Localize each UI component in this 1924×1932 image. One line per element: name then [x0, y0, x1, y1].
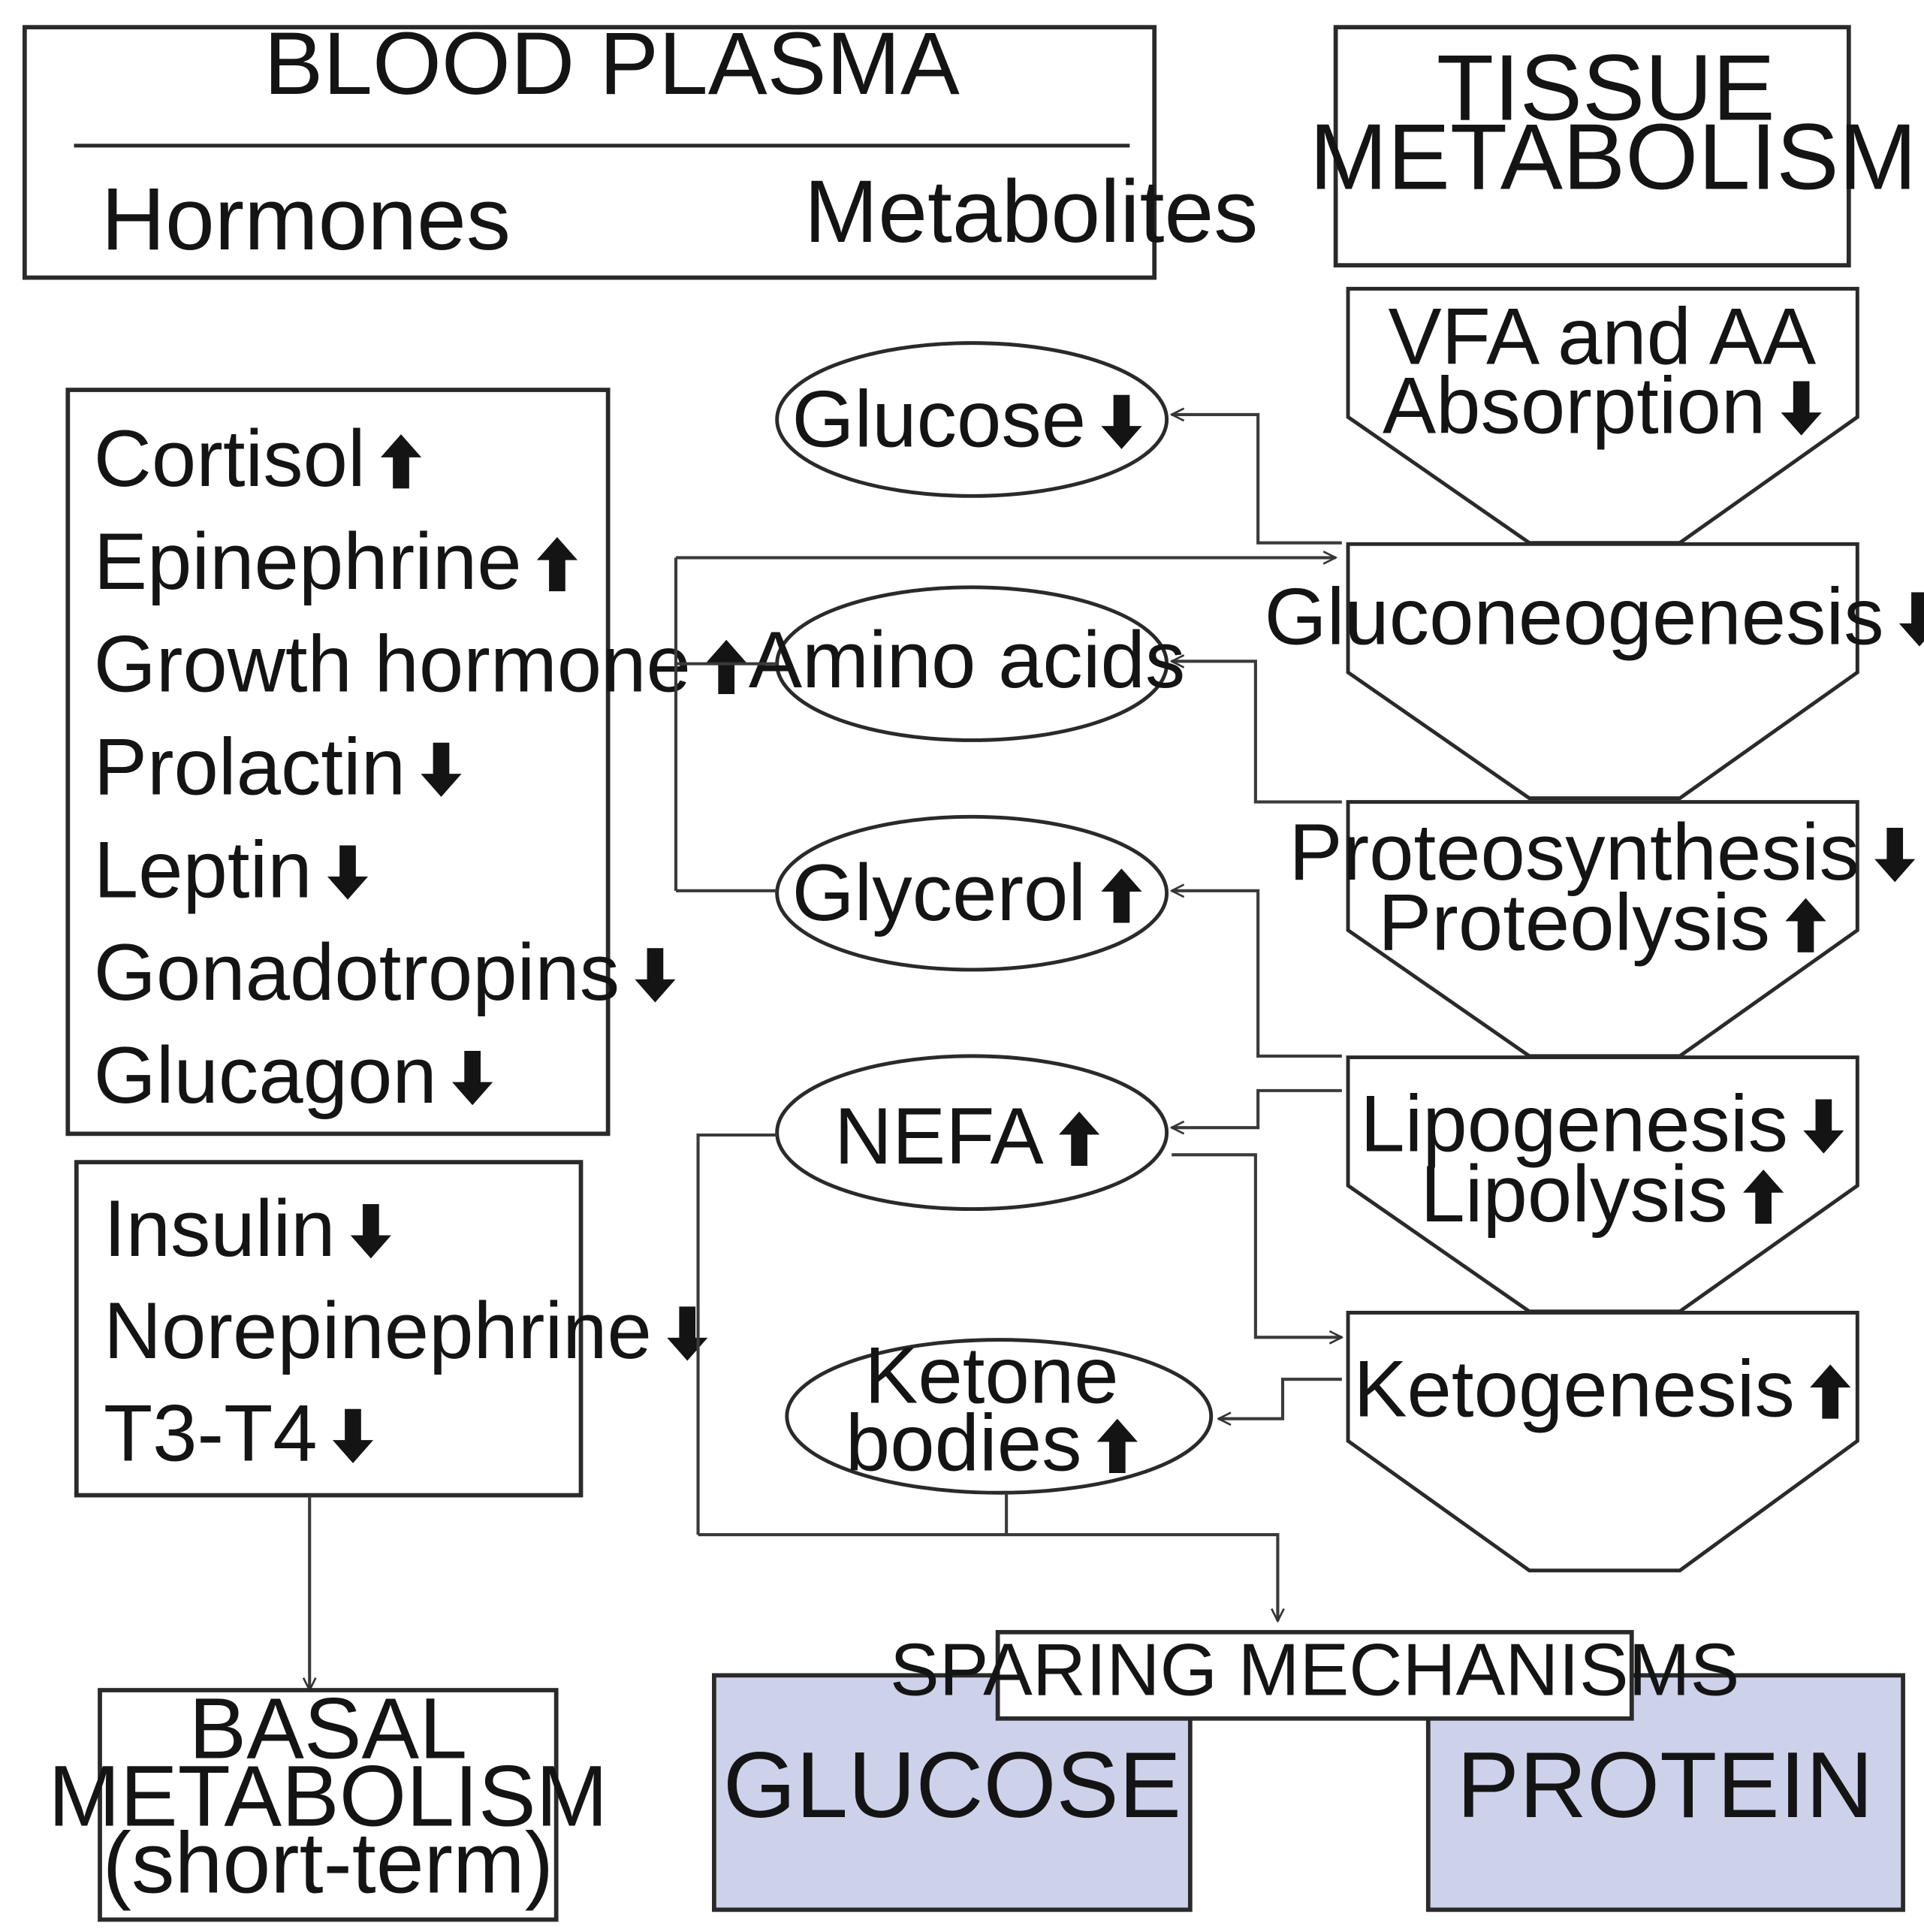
metabolite-shape-glycerol — [775, 814, 1169, 972]
metabolite-name: Ketone — [864, 1330, 1118, 1420]
hormone-item: Prolactin — [94, 722, 462, 812]
arrow-down-icon — [1874, 828, 1916, 883]
metabolite-shapes — [775, 341, 1214, 1495]
metabolite-name: bodies — [846, 1398, 1082, 1488]
process-name: Lipogenesis — [1360, 1078, 1788, 1168]
tissue-metabolism-frame — [1333, 25, 1851, 268]
sparing-title-box — [995, 1629, 1634, 1721]
tissue-metabolism-box: TISSUE METABOLISM — [1310, 25, 1917, 268]
metabolite-name: Amino acids — [749, 614, 1185, 705]
process-name: Lipolysis — [1420, 1149, 1727, 1239]
hormone-item: Insulin — [104, 1183, 391, 1273]
hormone-item: Epinephrine — [94, 516, 578, 606]
basal-metabolism-box: BASAL METABOLISM (short-term) — [48, 1680, 608, 1922]
hormone-name: Cortisol — [94, 413, 366, 503]
process-name: Proteosynthesis — [1289, 807, 1859, 897]
blood-plasma-title: BLOOD PLASMA — [264, 14, 960, 113]
arrow-down-icon — [635, 948, 676, 1003]
fuels-to-sparing-connector — [696, 1133, 1278, 1621]
metabolite-shape-nefa — [775, 1054, 1169, 1211]
gluconeogenesis-to-glucose-connector — [1172, 415, 1342, 545]
metabolite-name: Glycerol — [792, 847, 1087, 937]
tissue-process-shapes — [1346, 286, 1859, 1573]
hormone-name: Norepinephrine — [104, 1285, 652, 1375]
basal-metabolism-line-1: BASAL — [189, 1680, 468, 1777]
hormone-item: Cortisol — [94, 413, 422, 503]
basal-metabolism-line-3: (short-term) — [103, 1815, 553, 1911]
blood-plasma-frame — [22, 25, 1157, 280]
arrow-down-icon — [667, 1306, 708, 1361]
sparing-protein-label: PROTEIN — [1457, 1733, 1874, 1837]
metabolite-label: Glycerol — [792, 847, 1142, 937]
tissue-metabolism-title-2: METABOLISM — [1310, 104, 1917, 209]
proteolysis-to-amino-acids-connector — [1172, 661, 1342, 804]
tissue-process-label: Ketogenesis — [1353, 1343, 1851, 1433]
hormone-item: T3-T4 — [104, 1388, 374, 1478]
hormone-name: Leptin — [94, 824, 312, 914]
hormone-name: Gonadotropins — [94, 927, 620, 1017]
metabolite-label: Amino acids — [749, 614, 1185, 705]
metabolite-name: NEFA — [834, 1091, 1044, 1181]
metabolite-shape-ketone-bodies — [785, 1338, 1214, 1495]
hormone-name: Glucagon — [94, 1030, 437, 1120]
pathway-connectors — [674, 415, 1342, 1621]
tissue-process-label: Gluconeogenesis — [1265, 571, 1924, 661]
metabolites-label: Metabolites — [804, 162, 1259, 261]
hormone-item: Gonadotropins — [94, 927, 676, 1017]
sparing-mechanisms: SPARING MECHANISMS GLUCOSE PROTEIN — [712, 1629, 1905, 1912]
hormone-item: Growth hormone — [94, 619, 747, 709]
arrow-up-icon — [706, 639, 747, 695]
hormones-label: Hormones — [101, 170, 511, 269]
metabolite-label: Glucose — [792, 374, 1142, 464]
ketogenesis-to-ketone-bodies-connector — [1219, 1378, 1342, 1419]
nefa-to-ketogenesis-connector — [1172, 1153, 1342, 1337]
hormones-group-1-frame — [65, 388, 611, 1137]
process-name: Proteolysis — [1378, 877, 1770, 968]
metabolite-label: NEFA — [834, 1091, 1100, 1181]
hormone-name: Epinephrine — [94, 516, 522, 606]
basal-metabolism-line-2: METABOLISM — [48, 1749, 608, 1845]
hormone-name: Growth hormone — [94, 619, 691, 709]
process-name: Gluconeogenesis — [1265, 571, 1884, 661]
process-name: VFA and AA — [1388, 291, 1816, 382]
sparing-glucose-label: GLUCOSE — [723, 1733, 1181, 1837]
process-name: Absorption — [1383, 361, 1766, 451]
tissue-metabolism-title-1: TISSUE — [1437, 35, 1775, 140]
process-shape-gluconeogenesis — [1346, 542, 1859, 801]
metabolite-shape-glucose — [775, 341, 1169, 498]
hormone-item: Glucagon — [94, 1030, 493, 1120]
metabolite-name: Glucose — [792, 374, 1087, 464]
hormone-item: Norepinephrine — [104, 1285, 708, 1375]
lipolysis-to-glycerol-connector — [1172, 891, 1342, 1058]
hormones-group-2-frame — [74, 1160, 584, 1498]
lipolysis-to-nefa-connector — [1172, 1088, 1342, 1128]
hormone-name: Prolactin — [94, 722, 406, 812]
blood-plasma-box: BLOOD PLASMA Hormones Metabolites — [22, 14, 1259, 280]
process-shape-ketogenesis — [1346, 1311, 1859, 1573]
hormone-item: Leptin — [94, 824, 369, 914]
substrates-to-gluconeogenesis-connector — [674, 557, 1336, 892]
sparing-title: SPARING MECHANISMS — [890, 1629, 1739, 1711]
hormone-name: Insulin — [104, 1183, 336, 1273]
hormone-name: T3-T4 — [104, 1388, 318, 1478]
arrow-down-icon — [1898, 592, 1924, 647]
basal-metabolism-frame — [98, 1688, 559, 1922]
process-name: Ketogenesis — [1353, 1343, 1795, 1433]
